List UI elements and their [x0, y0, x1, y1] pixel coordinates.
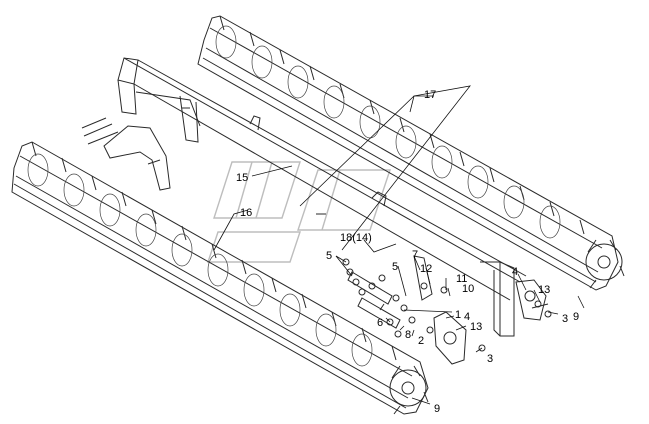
label-10: 10: [462, 283, 474, 295]
label-6: 6: [377, 317, 383, 329]
callout-labels: 17 15 16 18(14) 5 5 7 12 11 10 4 13 3 9 …: [236, 89, 579, 415]
label-13-right: 13: [538, 284, 550, 296]
label-16: 16: [240, 207, 252, 219]
label-1: 1: [455, 309, 461, 321]
label-5-right: 5: [392, 261, 398, 273]
label-9-right: 9: [573, 311, 579, 323]
front-roller: [11, 141, 429, 415]
label-4-right: 4: [512, 266, 518, 278]
label-3-center: 3: [487, 353, 493, 365]
label-4-center: 4: [464, 311, 470, 323]
leader-lines: [213, 85, 585, 405]
label-7: 7: [412, 249, 418, 261]
mounting-hardware: [342, 255, 552, 365]
label-13-center: 13: [470, 321, 482, 333]
label-15: 15: [236, 172, 248, 184]
label-8: 8: [405, 329, 411, 341]
label-5-left: 5: [326, 250, 332, 262]
label-2: 2: [418, 335, 424, 347]
rear-roller: [197, 15, 625, 291]
label-3-right: 3: [562, 313, 568, 325]
label-12: 12: [420, 263, 432, 275]
label-18-14: 18(14): [340, 232, 372, 244]
label-11: 11: [456, 273, 467, 285]
frame: [81, 57, 527, 337]
label-9-front: 9: [434, 403, 440, 415]
label-17: 17: [424, 89, 436, 101]
